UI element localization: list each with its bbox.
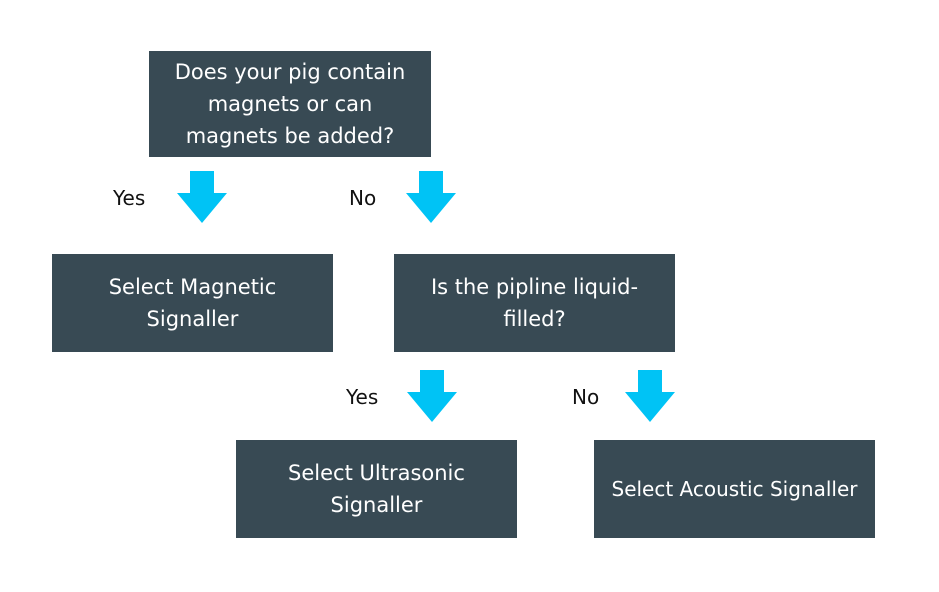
select-magnetic-text: Select Magnetic Signaller <box>108 275 277 331</box>
arrow-down-icon <box>406 171 456 223</box>
select-ultrasonic-box: Select Ultrasonic Signaller <box>236 440 517 538</box>
question-liquid-text: Is the pipline liquid-filled? <box>430 275 639 331</box>
edge-label-magnets-yes: Yes <box>113 186 146 210</box>
question-liquid-box: Is the pipline liquid-filled? <box>394 254 675 352</box>
arrow-down-icon <box>625 370 675 422</box>
arrow-down-icon <box>407 370 457 422</box>
select-acoustic-box: Select Acoustic Signaller <box>594 440 875 538</box>
question-magnets-box: Does your pig contain magnets or can mag… <box>149 51 431 157</box>
arrow-down-icon <box>177 171 227 223</box>
edge-label-liquid-no: No <box>572 385 600 409</box>
edge-label-liquid-yes: Yes <box>346 385 379 409</box>
select-ultrasonic-text: Select Ultrasonic Signaller <box>288 461 465 517</box>
question-magnets-text: Does your pig contain magnets or can mag… <box>174 60 406 148</box>
edge-label-magnets-no: No <box>349 186 377 210</box>
select-magnetic-box: Select Magnetic Signaller <box>52 254 333 352</box>
select-acoustic-text: Select Acoustic Signaller <box>611 477 858 501</box>
